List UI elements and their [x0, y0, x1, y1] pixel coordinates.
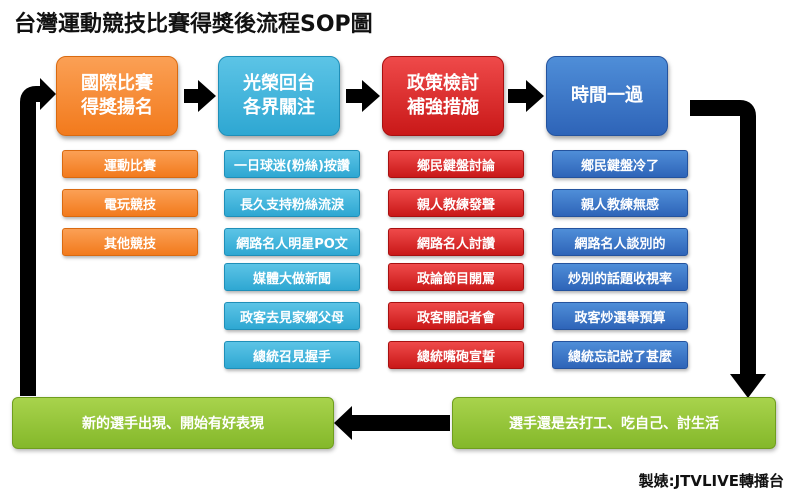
- arrow-loop-left: [20, 86, 42, 396]
- step-3-item: 網路名人討讚: [388, 228, 524, 256]
- arrow-step3-to-step4: [508, 80, 544, 112]
- step-2-box: 光榮回台各界關注: [218, 56, 340, 136]
- arrow-step1-to-step2: [184, 80, 216, 112]
- diagram-title: 台灣運動競技比賽得獎後流程SOP圖: [14, 12, 373, 37]
- credit-text: 製婊:JTVLIVE轉播台: [638, 472, 784, 490]
- step-3-item: 鄉民鍵盤討論: [388, 150, 524, 178]
- step-2-label: 光榮回台各界關注: [243, 73, 315, 118]
- step-1-box: 國際比賽得獎揚名: [56, 56, 178, 136]
- step-2-item: 一日球迷(粉絲)按讚: [224, 150, 360, 178]
- step-1-item: 其他競技: [62, 228, 198, 256]
- step-4-item: 親人教練無感: [552, 189, 688, 217]
- arrow-step2-to-step3: [346, 80, 380, 112]
- arrow-bottom-shaft: [352, 415, 450, 431]
- bottom-left-bar: 新的選手出現、開始有好表現: [12, 397, 334, 449]
- step-4-item: 網路名人談別的: [552, 228, 688, 256]
- step-3-item: 政客開記者會: [388, 302, 524, 330]
- step-2-item: 網路名人明星PO文: [224, 228, 360, 256]
- step-2-item: 長久支持粉絲流淚: [224, 189, 360, 217]
- step-2-item: 政客去見家鄉父母: [224, 302, 360, 330]
- step-2-item: 總統召見握手: [224, 341, 360, 369]
- step-3-item: 親人教練發聲: [388, 189, 524, 217]
- step-1-item: 運動比賽: [62, 150, 198, 178]
- step-4-item: 炒別的話題收視率: [552, 263, 688, 291]
- step-3-item: 政論節目開罵: [388, 263, 524, 291]
- arrow-loop-right: [690, 100, 756, 376]
- step-3-label: 政策檢討補強措施: [407, 73, 479, 118]
- step-3-box: 政策檢討補強措施: [382, 56, 504, 136]
- step-3-item: 總統嘴砲宣誓: [388, 341, 524, 369]
- arrow-bottom-head: [334, 406, 352, 440]
- step-1-item: 電玩競技: [62, 189, 198, 217]
- step-4-label: 時間一過: [571, 85, 643, 106]
- arrow-loop-left-head: [40, 78, 56, 110]
- step-4-item: 鄉民鍵盤冷了: [552, 150, 688, 178]
- step-2-item: 媒體大做新聞: [224, 263, 360, 291]
- step-4-item: 政客炒選舉預算: [552, 302, 688, 330]
- step-1-label: 國際比賽得獎揚名: [81, 73, 153, 118]
- step-4-box: 時間一過: [546, 56, 668, 136]
- arrow-loop-right-head: [730, 374, 766, 398]
- bottom-right-bar: 選手還是去打工、吃自己、討生活: [452, 397, 776, 449]
- step-4-item: 總統忘記說了甚麼: [552, 341, 688, 369]
